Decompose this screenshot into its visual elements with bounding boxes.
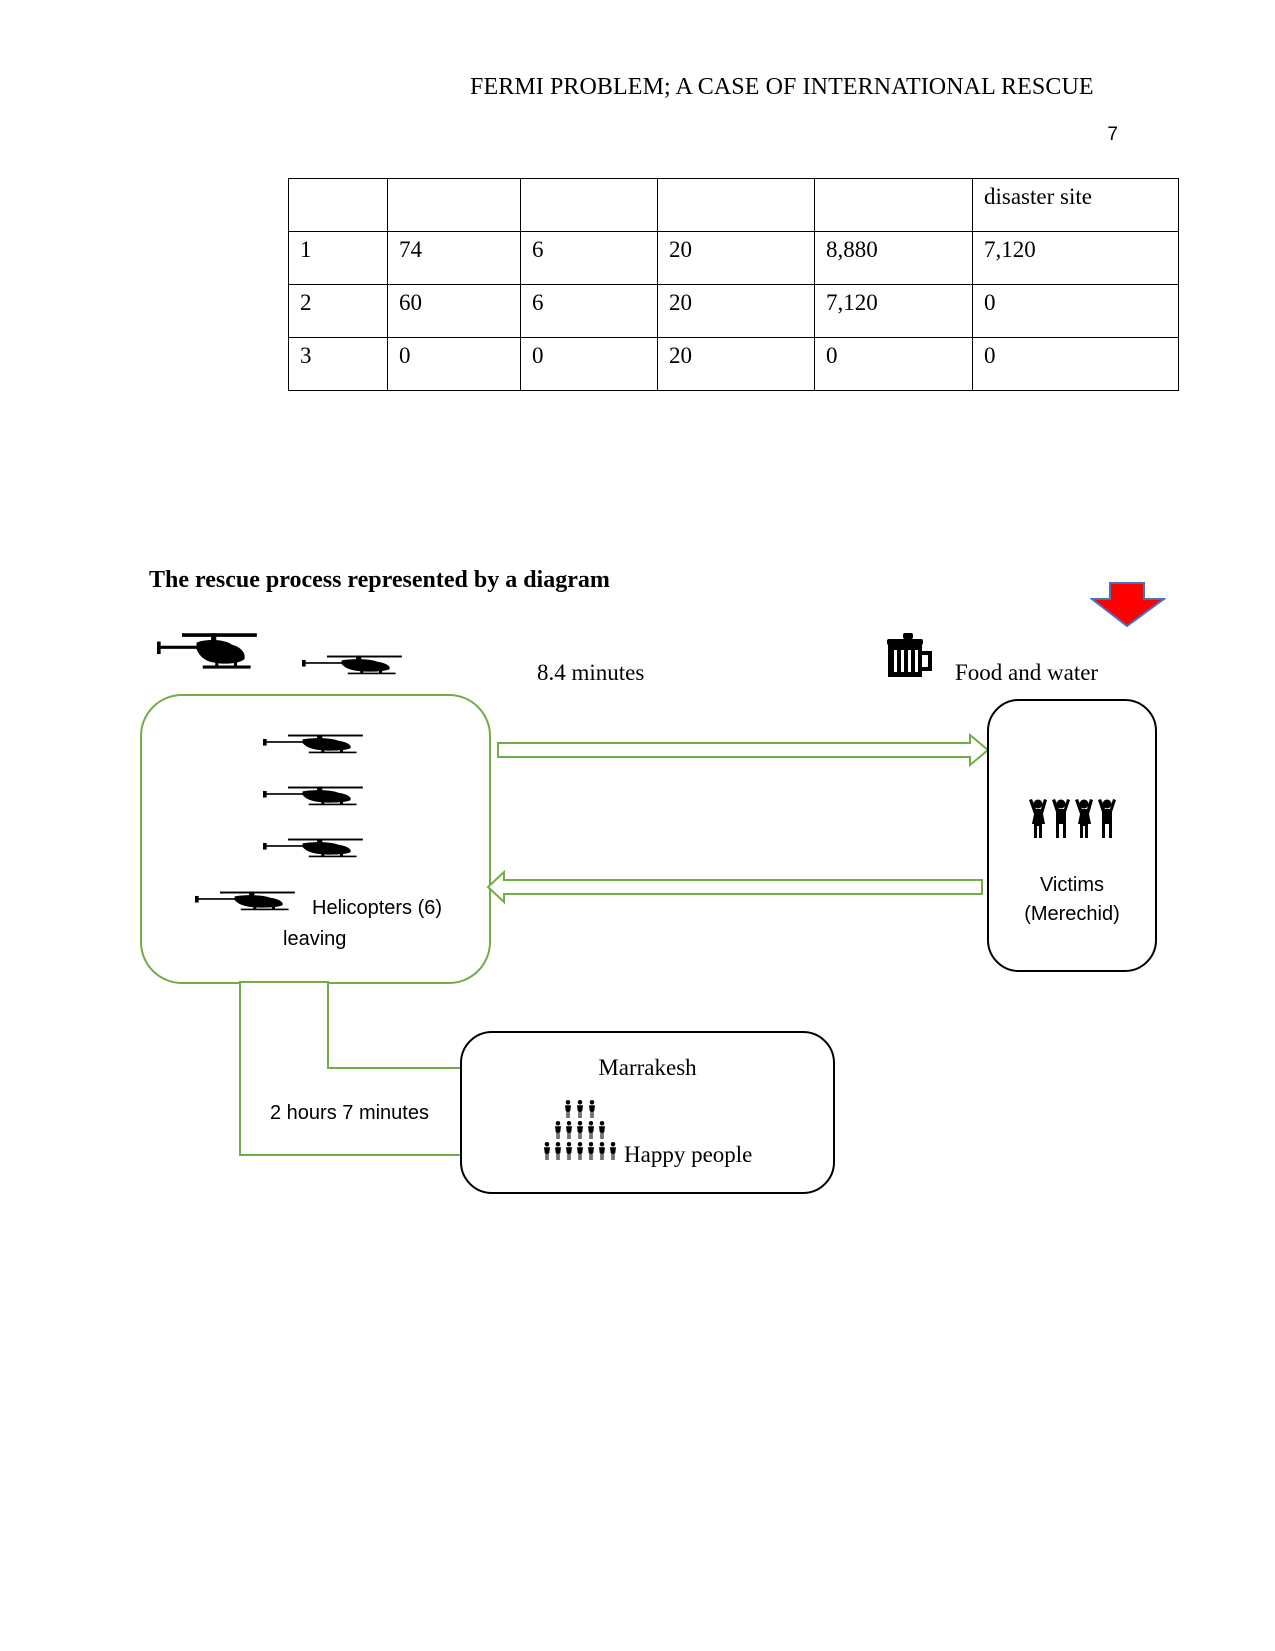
- leaving-label: leaving: [283, 928, 347, 950]
- table-cell: 20: [657, 337, 815, 391]
- helicopter-icon: [302, 655, 406, 677]
- food-water-icon: [887, 633, 932, 677]
- table-cell: 2: [288, 284, 388, 338]
- running-head: FERMI PROBLEM; A CASE OF INTERNATIONAL R…: [470, 74, 1094, 100]
- table-cell: 0: [520, 337, 658, 391]
- food-water-label: Food and water: [955, 660, 1099, 685]
- table-cell: 6: [520, 231, 658, 285]
- data-table: disaster site 1 74 6 20 8,880 7,120 2 60…: [288, 178, 1179, 391]
- table-cell: 7,120: [972, 231, 1179, 285]
- destination-label: Marrakesh: [598, 1055, 697, 1080]
- people-group-icon: [1029, 799, 1116, 838]
- table-cell: 0: [972, 284, 1179, 338]
- table-cell: disaster site: [972, 178, 1179, 232]
- table-cell: [657, 178, 815, 232]
- table-cell: 74: [387, 231, 521, 285]
- table-row: 3 0 0 20 0 0: [288, 337, 1179, 391]
- table-cell: [288, 178, 388, 232]
- table-cell: 0: [387, 337, 521, 391]
- return-arrow: [486, 870, 983, 904]
- table-cell: 0: [814, 337, 973, 391]
- table-cell: 0: [972, 337, 1179, 391]
- helicopters-label: Helicopters (6): [312, 897, 443, 919]
- travel-time-label: 8.4 minutes: [537, 660, 645, 685]
- helicopter-icon: [263, 786, 367, 808]
- victims-label: Victims: [1039, 874, 1105, 896]
- table-cell: [387, 178, 521, 232]
- outcome-label: Happy people: [624, 1142, 753, 1167]
- victims-location-label: (Merechid): [1024, 903, 1120, 925]
- helicopter-icon: [263, 734, 367, 756]
- table-row: disaster site: [288, 178, 1179, 232]
- page-number: 7: [1107, 124, 1118, 145]
- return-route-connector: [239, 981, 465, 1156]
- helicopter-icon: [195, 891, 299, 913]
- table-cell: 1: [288, 231, 388, 285]
- helicopter-icon: [263, 838, 367, 860]
- table-cell: 3: [288, 337, 388, 391]
- return-time-label: 2 hours 7 minutes: [270, 1102, 429, 1124]
- table-row: 1 74 6 20 8,880 7,120: [288, 231, 1179, 285]
- diagram-heading: The rescue process represented by a diag…: [149, 567, 610, 593]
- alert-down-arrow-icon: [1090, 582, 1166, 628]
- victims-box: [987, 699, 1157, 972]
- table-cell: 8,880: [814, 231, 973, 285]
- outbound-arrow: [497, 733, 990, 767]
- table-cell: 20: [657, 231, 815, 285]
- table-cell: 20: [657, 284, 815, 338]
- table-cell: 6: [520, 284, 658, 338]
- marrakesh-box: [460, 1031, 835, 1194]
- crowd-icon: [544, 1100, 616, 1160]
- helicopter-icon: [157, 632, 261, 674]
- table-row: 2 60 6 20 7,120 0: [288, 284, 1179, 338]
- table-cell: 60: [387, 284, 521, 338]
- table-cell: [814, 178, 973, 232]
- table-cell: [520, 178, 658, 232]
- table-cell: 7,120: [814, 284, 973, 338]
